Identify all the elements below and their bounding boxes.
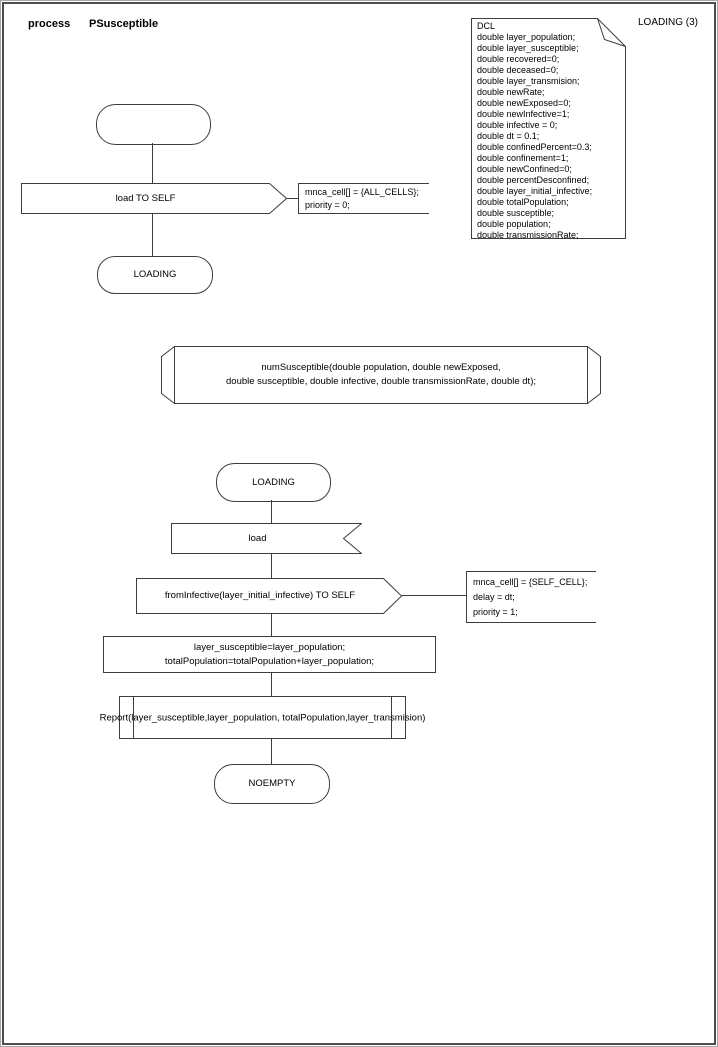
connector-output-to-comment <box>287 198 298 199</box>
comment-line: priority = 1; <box>473 607 518 617</box>
output-arrow-icon <box>21 183 287 214</box>
input-notch-icon <box>171 523 362 554</box>
task-line1: layer_susceptible=layer_population; <box>193 642 346 653</box>
dcl-line: double layer_population; <box>477 32 576 42</box>
connector-output-to-state <box>152 214 153 256</box>
start-symbol[interactable] <box>96 104 211 145</box>
connector-call-to-state <box>271 739 272 764</box>
connector-task-to-call <box>271 673 272 696</box>
dcl-line: double confinement=1; <box>477 153 569 163</box>
state-loading-top-label: LOADING <box>133 269 177 281</box>
connector-input-to-output <box>271 554 272 578</box>
output-from-infective-symbol[interactable]: fromInfective(layer_initial_infective) T… <box>136 578 402 614</box>
comment-line: mnca_cell[] = {SELF_CELL}; <box>473 577 588 587</box>
comment-all-cells[interactable]: mnca_cell[] = {ALL_CELLS}; priority = 0; <box>298 183 429 214</box>
dcl-line: double population; <box>477 219 551 229</box>
dcl-line: double layer_initial_infective; <box>477 186 593 196</box>
procedure-call-report-label: Report(layer_susceptible,layer_populatio… <box>99 711 426 723</box>
procedure-decl-outline-icon <box>161 346 601 404</box>
task-line2: totalPopulation=totalPopulation+layer_po… <box>164 656 375 667</box>
dcl-line: DCL <box>477 21 496 31</box>
process-name-label: PSusceptible <box>89 18 159 30</box>
dcl-line: double newExposed=0; <box>477 98 571 108</box>
connector-start-to-output <box>152 143 153 183</box>
state-noempty-label: NOEMPTY <box>248 778 296 790</box>
process-keyword-label: process <box>28 18 71 30</box>
state-loading-main[interactable]: LOADING <box>216 463 331 502</box>
dcl-line: double transmissionRate; <box>477 230 579 240</box>
state-loading-main-label: LOADING <box>252 476 295 488</box>
procedure-call-report[interactable]: Report(layer_susceptible,layer_populatio… <box>100 696 425 739</box>
dcl-line: double layer_transmision; <box>477 76 580 86</box>
procedure-call-bar-right <box>391 697 392 738</box>
dcl-line: double layer_susceptible; <box>477 43 579 53</box>
note-fold-icon <box>471 18 626 239</box>
comment-line: delay = dt; <box>473 592 515 602</box>
comment-self-cell[interactable]: mnca_cell[] = {SELF_CELL};delay = dt; pri… <box>466 571 596 623</box>
dcl-line: double deceased=0; <box>477 65 559 75</box>
procedure-decl-numsusceptible[interactable]: numSusceptible(double population, double… <box>161 346 601 404</box>
state-loading-top[interactable]: LOADING <box>97 256 213 294</box>
input-load-symbol[interactable]: load <box>171 523 362 554</box>
state-noempty[interactable]: NOEMPTY <box>214 764 330 804</box>
comment-all-cells-text: mnca_cell[] = {ALL_CELLS}; priority = 0; <box>305 186 429 212</box>
dcl-line: double newRate; <box>477 87 545 97</box>
connector-output-to-comment2 <box>402 595 466 596</box>
procedure-call-bar-left <box>133 697 134 738</box>
dcl-line: double infective = 0; <box>477 120 558 130</box>
dcl-line: double dt = 0.1; <box>477 131 540 141</box>
task-assignment-symbol[interactable]: layer_susceptible=layer_population; tota… <box>103 636 436 673</box>
comment-line: mnca_cell[] = {ALL_CELLS}; <box>305 187 419 197</box>
output-arrow-icon <box>136 578 402 614</box>
dcl-line: double newInfective=1; <box>477 109 570 119</box>
procedure-decl-line2: double susceptible, double infective, do… <box>226 376 536 387</box>
comment-self-cell-text: mnca_cell[] = {SELF_CELL};delay = dt; pri… <box>473 575 596 620</box>
output-load-self-label: load TO SELF <box>115 192 176 204</box>
dcl-line: double confinedPercent=0.3; <box>477 142 592 152</box>
output-load-self-symbol[interactable]: load TO SELF <box>21 183 287 214</box>
procedure-decl-line1: numSusceptible(double population, double… <box>261 362 501 373</box>
connector-state-to-input <box>271 500 272 523</box>
dcl-line: double totalPopulation; <box>477 197 569 207</box>
dcl-line: double recovered=0; <box>477 54 560 64</box>
state-instance-badge: LOADING (3) <box>638 17 699 28</box>
comment-line: priority = 0; <box>305 200 350 210</box>
dcl-line: double newConfined=0; <box>477 164 572 174</box>
connector-output-to-task <box>271 614 272 636</box>
output-from-infective-label: fromInfective(layer_initial_infective) T… <box>164 590 356 602</box>
dcl-line: double percentDesconfined; <box>477 175 590 185</box>
input-load-label: load <box>248 532 267 544</box>
dcl-line: double susceptible; <box>477 208 555 218</box>
